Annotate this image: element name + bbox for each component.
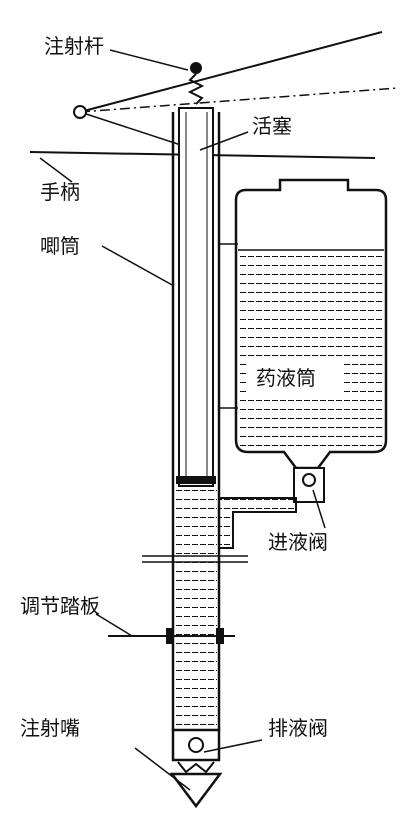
label-piston: 活塞 (252, 114, 292, 138)
piston-rod (176, 107, 216, 487)
label-adjust-pedal: 调节踏板 (20, 594, 100, 618)
adjust-pedal (108, 628, 235, 644)
inlet-valve-ball-icon (302, 473, 316, 487)
label-injection-rod: 注射杆 (44, 34, 104, 58)
liquid-tank (234, 178, 388, 470)
leader-lines (39, 49, 326, 791)
inlet-valve (219, 467, 325, 549)
pump-cylinder (171, 112, 221, 730)
label-inlet-valve: 进液阀 (268, 530, 328, 554)
rod-pivot-icon (73, 105, 87, 119)
label-handle: 手柄 (40, 180, 80, 204)
outlet-valve-ball-icon (188, 737, 204, 753)
label-outlet-valve: 排液阀 (268, 716, 328, 740)
nozzle (169, 761, 223, 809)
rod-spring (187, 62, 205, 105)
injection-rod (73, 31, 399, 149)
label-nozzle: 注射嘴 (20, 716, 80, 740)
outlet-valve (171, 728, 221, 762)
label-liquid-tank: 药液筒 (256, 366, 316, 390)
label-pump-cylinder: 唧筒 (40, 234, 80, 258)
